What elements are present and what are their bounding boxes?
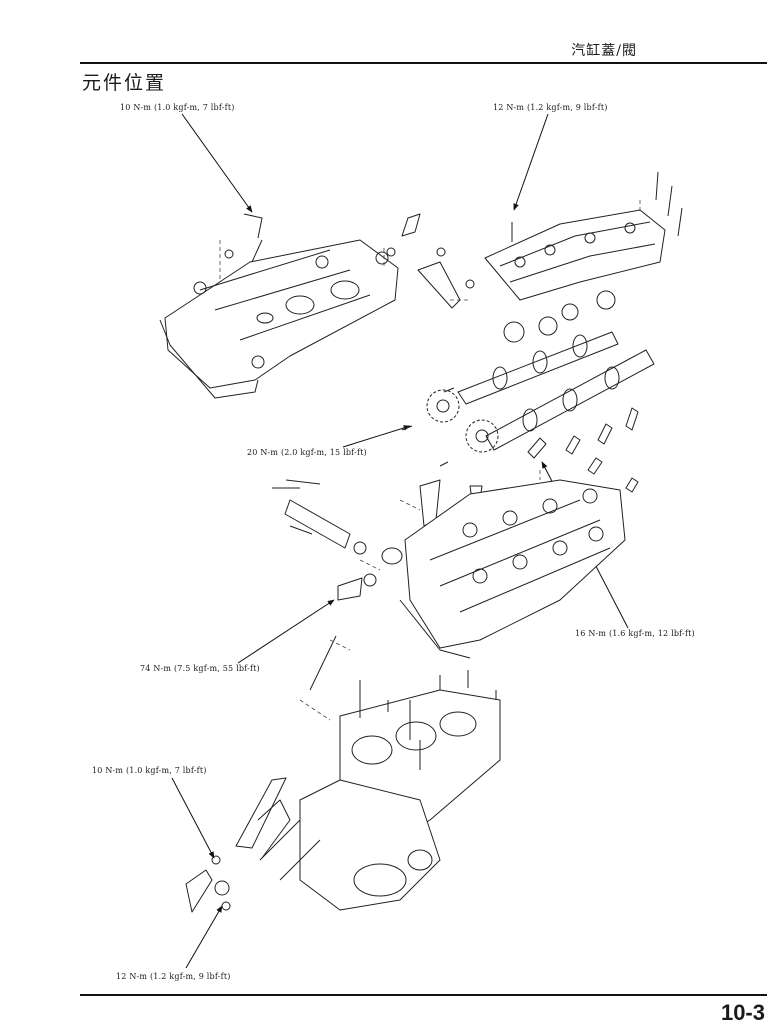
cam-chain-guide-icon <box>185 777 291 913</box>
footer-rule <box>80 994 767 996</box>
header-rule <box>80 62 767 64</box>
torque-label-spark-plug: 16 N-m (1.6 kgf-m, 12 lbf-ft) <box>575 629 695 638</box>
torque-label-cam-chain-guide-bolt: 10 N-m (1.0 kgf-m, 7 lbf-ft) <box>92 766 207 775</box>
torque-label-cylinder-head-bolt: 74 N-m (7.5 kgf-m, 55 lbf-ft) <box>140 664 260 673</box>
camshaft-holder-icon <box>484 171 683 343</box>
chapter-title: 汽缸蓋/閥 <box>571 43 637 59</box>
cam-sprocket-icon <box>401 387 499 467</box>
torque-label-camshaft-holder-bolt: 12 N-m (1.2 kgf-m, 9 lbf-ft) <box>493 103 608 112</box>
spark-plug-icon <box>527 407 639 493</box>
torque-label-cam-sprocket-bolt: 20 N-m (2.0 kgf-m, 15 lbf-ft) <box>247 448 367 457</box>
bracket-icon <box>417 247 475 309</box>
cylinder-block-icon <box>259 670 501 911</box>
section-title: 元件位置 <box>82 72 167 94</box>
page-number: 10-3 <box>720 1000 765 1025</box>
torque-label-tensioner-bolt: 12 N-m (1.2 kgf-m, 9 lbf-ft) <box>116 972 231 981</box>
cylinder-head-cover-icon <box>159 213 421 399</box>
torque-label-cylinder-head-cover-bolt: 10 N-m (1.0 kgf-m, 7 lbf-ft) <box>120 103 235 112</box>
assembly-lines <box>219 200 641 721</box>
camshaft-icon <box>457 331 655 451</box>
cylinder-head-icon <box>309 479 626 691</box>
